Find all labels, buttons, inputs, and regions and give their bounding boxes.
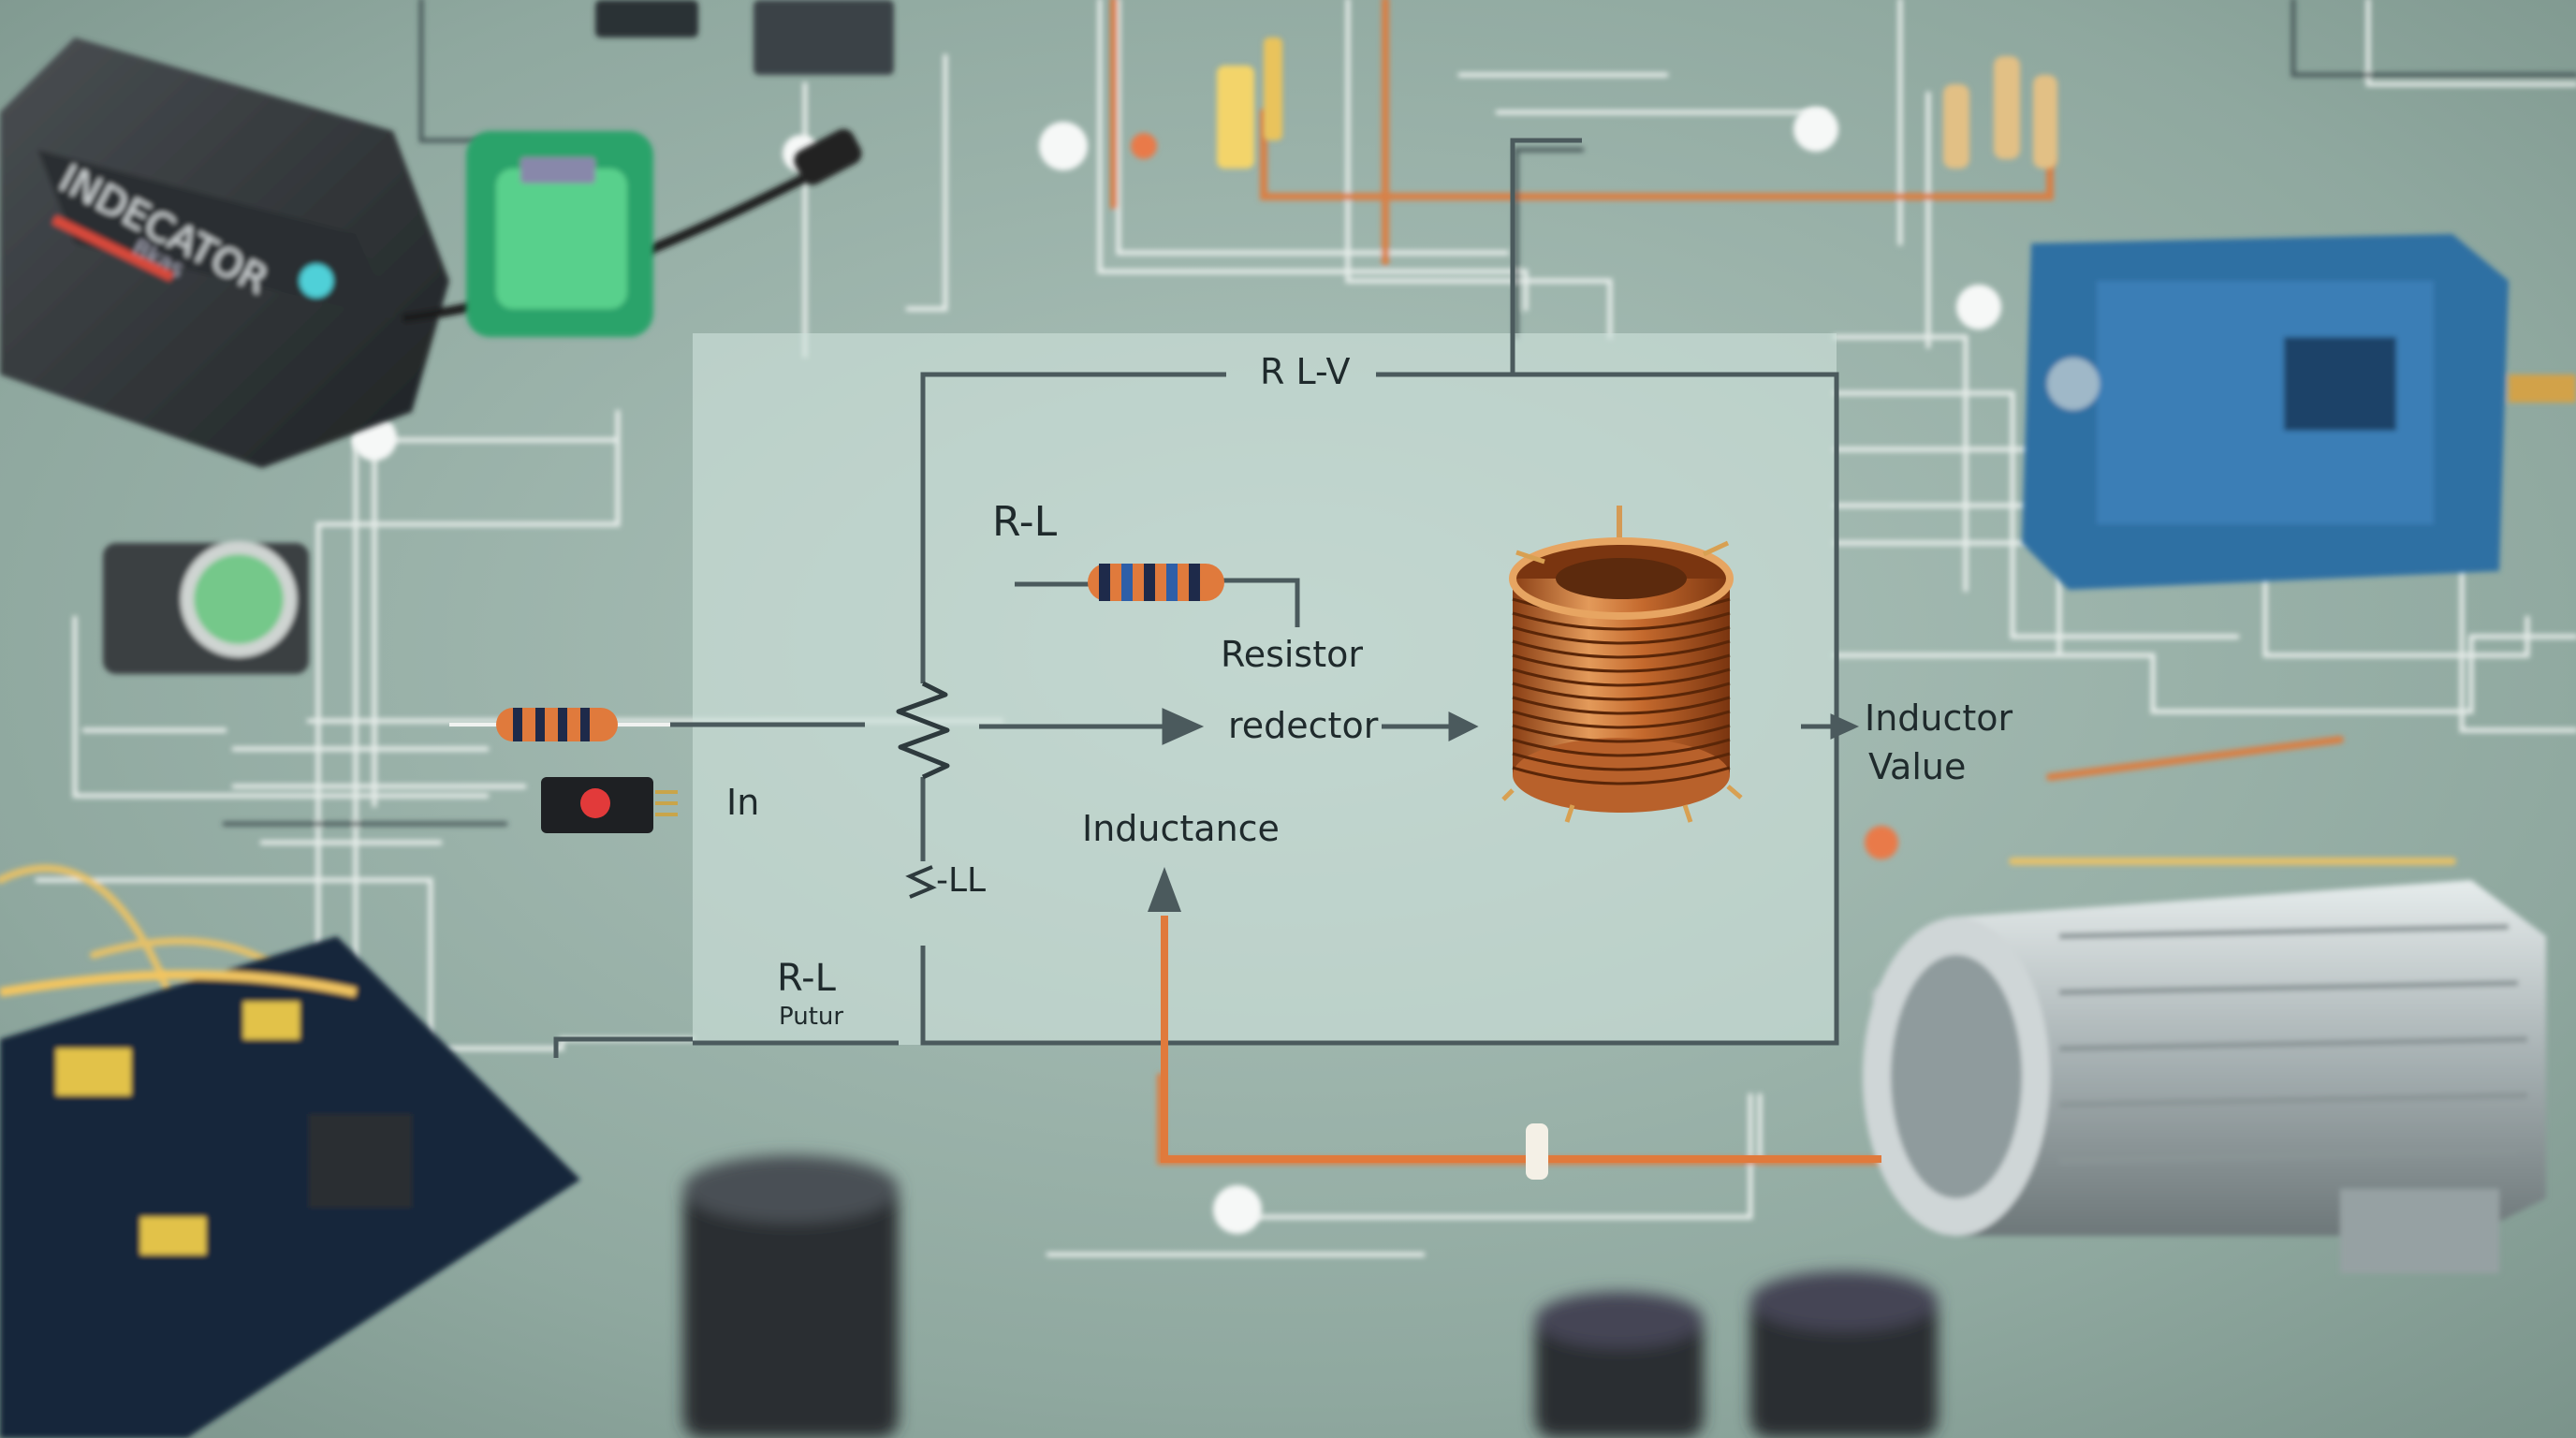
coil-winding: [1512, 696, 1731, 715]
coil-winding: [1512, 682, 1731, 701]
rl-title: R-L: [992, 498, 1058, 546]
ll-label: -LL: [936, 861, 986, 900]
indicator-device: INDECATOR Bkas: [0, 37, 862, 468]
main-circuit-lines: [553, 138, 1839, 1058]
background-nodes: [352, 107, 2001, 1234]
coil-winding: [1512, 724, 1731, 743]
coil-winding: [1512, 766, 1731, 785]
panel-title: R L-V: [1260, 351, 1350, 392]
bottom-left-pcb: [0, 936, 580, 1438]
coil-winding: [1512, 653, 1731, 673]
inductor-symbol: [905, 865, 937, 899]
device-led-icon: [300, 264, 333, 298]
coil-winding: [1512, 752, 1731, 771]
putur-label: Putur: [779, 1003, 843, 1031]
red-button-module: [541, 777, 678, 833]
reductor-label: redector: [1228, 705, 1379, 746]
electric-motor: [1863, 880, 2546, 1273]
resistor-label: Resistor: [1221, 634, 1363, 675]
rl-resistor: [1088, 564, 1224, 601]
blue-circuit-board: [2022, 234, 2576, 590]
background-resistors: [1943, 56, 2057, 169]
coil-winding: [1512, 710, 1731, 729]
coil-winding: [1512, 738, 1731, 757]
coil-winding: [1512, 625, 1731, 645]
coil-winding: [1512, 611, 1731, 631]
inductance-label: Inductance: [1082, 808, 1280, 849]
input-resistor: [449, 708, 670, 741]
rl-bottom-label: R-L: [777, 957, 837, 1000]
coil-winding: [1512, 639, 1731, 659]
coil-winding: [1512, 668, 1731, 687]
bottom-capacitors: [683, 1155, 1938, 1438]
up-arrow-icon: [1148, 867, 1181, 912]
inductance-feedback: [1148, 867, 1881, 1180]
signal-arrows: [979, 708, 1860, 745]
left-sensor-block: [103, 541, 309, 674]
resistor-symbol: [896, 681, 950, 780]
inductor-value-line1: Inductor: [1865, 697, 2013, 739]
top-connectors: [595, 0, 1282, 169]
red-button-icon: [580, 788, 610, 818]
inductor-value-line2: Value: [1868, 746, 1966, 787]
in-label: In: [726, 782, 759, 823]
green-sensor-module: [466, 131, 653, 337]
copper-coil-inductor: [1501, 506, 1743, 823]
